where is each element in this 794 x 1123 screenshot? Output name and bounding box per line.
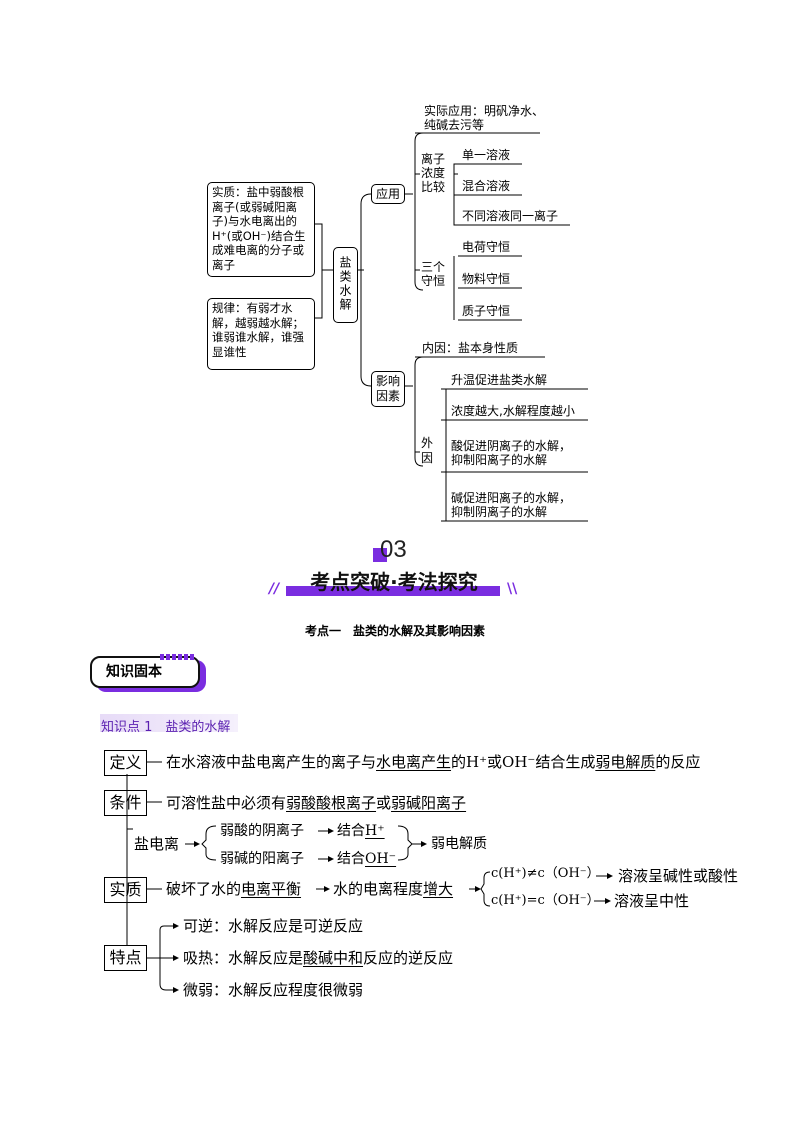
feature-3: 微弱：水解反应程度很微弱 bbox=[183, 981, 364, 999]
factors-label: 影响因素 bbox=[375, 374, 400, 403]
badge-dots bbox=[160, 654, 196, 660]
essence-text: 实质：盐中弱酸根离子(或弱碱阳离子)与水电离出的H⁺(或OH⁻)结合生成难电离的… bbox=[212, 185, 306, 272]
section-subtitle: 考点一 盐类的水解及其影响因素 bbox=[305, 624, 486, 638]
feature-2-a: 吸热：水解反应是 bbox=[183, 949, 304, 967]
cond-part-2: 弱酸酸根离子 bbox=[286, 794, 377, 812]
section-title-bar bbox=[286, 586, 500, 596]
ionize-r1-a: 弱酸的阴离子 bbox=[220, 823, 304, 839]
section-number-square bbox=[373, 548, 387, 562]
external-item-3: 酸促进阴离子的水解，抑制阳离子的水解 bbox=[451, 439, 572, 467]
external-item-1: 升温促进盐类水解 bbox=[451, 373, 548, 387]
cond-part-3: 或 bbox=[376, 794, 392, 812]
rule-text: 规律：有弱才水解，越弱越水解；谁弱谁水解，谁强显谁性 bbox=[212, 301, 304, 359]
ionize-row-2: 弱碱的阳离子 bbox=[220, 849, 304, 869]
conserve-item-3: 质子守恒 bbox=[462, 304, 511, 318]
practical-use: 实际应用：明矾净水、纯碱去污等 bbox=[424, 104, 545, 132]
key-essence: 实质 bbox=[104, 877, 147, 903]
rule-box: 规律：有弱才水解，越弱越水解；谁弱谁水解，谁强显谁性 bbox=[207, 298, 315, 370]
definition-text: 在水溶液中盐电离产生的离子与水电离产生的H⁺或OH⁻结合生成弱电解质的反应 bbox=[166, 752, 700, 772]
center-node: 盐类水解 bbox=[333, 247, 358, 323]
def-part-3: 的H⁺或OH⁻结合生成 bbox=[451, 753, 596, 771]
def-part-5: 的反应 bbox=[655, 753, 701, 771]
essence-part-4: 增大 bbox=[423, 880, 454, 898]
branch-factors: 影响因素 bbox=[371, 371, 405, 407]
center-label: 盐类水解 bbox=[338, 256, 352, 312]
conserve-label: 三个守恒 bbox=[421, 260, 446, 288]
section-title: 考点突破·考法探究 bbox=[310, 570, 478, 594]
point-label: 知识点 1 盐类的水解 bbox=[101, 720, 231, 735]
ionize-label: 盐电离 bbox=[134, 835, 180, 853]
ionize-r2-c: OH⁻ bbox=[365, 851, 397, 867]
compare-item-2: 混合溶液 bbox=[462, 179, 511, 193]
key-feature: 特点 bbox=[104, 945, 147, 971]
essence-case-1: c(H⁺)≠c（OH⁻） bbox=[491, 866, 600, 881]
feature-2: 吸热：水解反应是酸碱中和反应的逆反应 bbox=[183, 948, 453, 968]
section-deco-left: // bbox=[269, 581, 280, 597]
badge-label: 知识固本 bbox=[106, 664, 162, 680]
ionize-r1-b: 结合 bbox=[337, 823, 365, 839]
external-item-4: 碱促进阳离子的水解，抑制阴离子的水解 bbox=[451, 491, 572, 519]
key-condition: 条件 bbox=[104, 790, 147, 816]
cond-part-1: 可溶性盐中必须有 bbox=[166, 794, 287, 812]
ionize-r2-a: 弱碱的阳离子 bbox=[220, 851, 304, 867]
essence-case-2: c(H⁺)=c（OH⁻） bbox=[491, 893, 600, 908]
def-part-4: 弱电解质 bbox=[595, 753, 656, 771]
branch-application: 应用 bbox=[371, 184, 405, 204]
ionize-row-1: 弱酸的阴离子 bbox=[220, 821, 304, 841]
external-label: 外因 bbox=[421, 436, 434, 465]
ionize-r2-b: 结合 bbox=[337, 851, 365, 867]
ionize-row-2-target: 结合OH⁻ bbox=[337, 849, 396, 869]
essence-part-2: 电离平衡 bbox=[241, 880, 302, 898]
compare-label: 离子浓度比较 bbox=[421, 152, 446, 194]
badge: 知识固本 bbox=[90, 656, 200, 688]
section-number: 03 bbox=[380, 536, 407, 563]
def-part-1: 在水溶液中盐电离产生的离子与 bbox=[166, 753, 377, 771]
essence-part-3: 水的电离程度 bbox=[333, 880, 424, 898]
essence-part-1: 破坏了水的 bbox=[166, 880, 242, 898]
feature-2-b: 酸碱中和 bbox=[303, 949, 364, 967]
def-part-2: 水电离产生 bbox=[376, 753, 452, 771]
compare-item-1: 单一溶液 bbox=[462, 148, 511, 162]
ionize-r1-c: H⁺ bbox=[365, 823, 385, 839]
conserve-item-1: 电荷守恒 bbox=[462, 240, 511, 254]
condition-text: 可溶性盐中必须有弱酸酸根离子或弱碱阳离子 bbox=[166, 793, 466, 813]
compare-item-3: 不同溶液同一离子 bbox=[462, 209, 559, 223]
point-label-bg bbox=[100, 714, 238, 732]
ionize-result: 弱电解质 bbox=[431, 836, 487, 852]
essence-box: 实质：盐中弱酸根离子(或弱碱阳离子)与水电离出的H⁺(或OH⁻)结合生成难电离的… bbox=[207, 182, 315, 277]
essence-text-2: 水的电离程度增大 bbox=[333, 879, 453, 899]
conserve-item-2: 物料守恒 bbox=[462, 272, 511, 286]
essence-case-2-result: 溶液呈中性 bbox=[614, 892, 690, 910]
essence-text-1: 破坏了水的电离平衡 bbox=[166, 879, 301, 899]
key-definition: 定义 bbox=[104, 750, 147, 776]
cond-part-4: 弱碱阳离子 bbox=[391, 794, 467, 812]
essence-case-1-result: 溶液呈碱性或酸性 bbox=[618, 867, 739, 885]
ionize-row-1-target: 结合H⁺ bbox=[337, 821, 385, 841]
external-item-2: 浓度越大,水解程度越小 bbox=[451, 404, 575, 418]
application-label: 应用 bbox=[375, 187, 400, 201]
internal-factor: 内因：盐本身性质 bbox=[422, 341, 519, 355]
feature-2-c: 反应的逆反应 bbox=[363, 949, 454, 967]
section-deco-right: \\ bbox=[507, 581, 518, 597]
feature-1: 可逆：水解反应是可逆反应 bbox=[183, 917, 364, 935]
